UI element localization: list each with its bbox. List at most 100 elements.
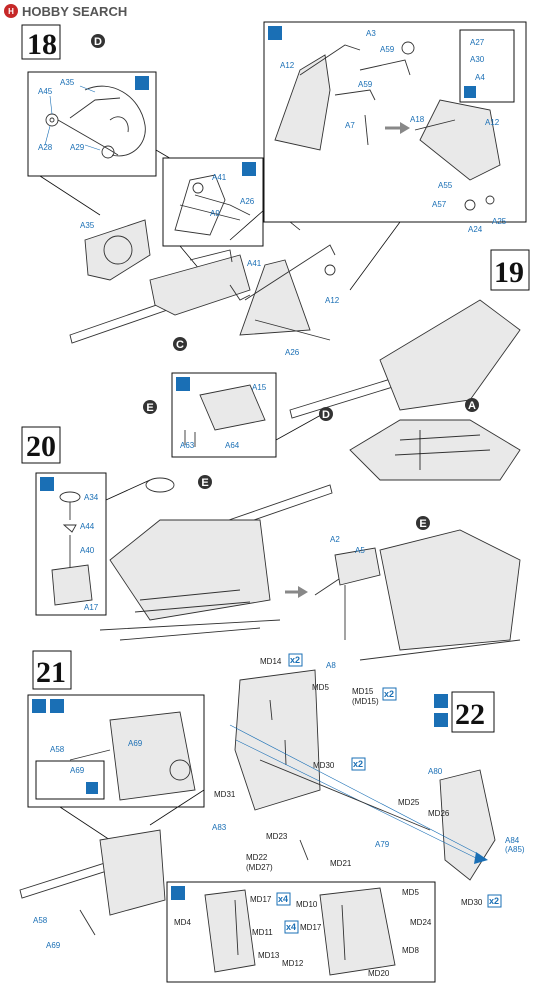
step-19-top-parts bbox=[274, 41, 501, 211]
step-22-rods bbox=[229, 724, 488, 864]
svg-text:MD24: MD24 bbox=[410, 918, 432, 927]
step-21-main-labels: A58 A69 bbox=[33, 916, 61, 950]
svg-text:A17: A17 bbox=[84, 603, 99, 612]
glue-icon bbox=[268, 26, 282, 40]
svg-text:A29: A29 bbox=[70, 143, 85, 152]
svg-text:A: A bbox=[468, 400, 476, 412]
svg-text:D: D bbox=[94, 36, 102, 48]
svg-text:MD22: MD22 bbox=[246, 853, 268, 862]
svg-text:A12: A12 bbox=[485, 118, 500, 127]
svg-text:MD15: MD15 bbox=[352, 687, 374, 696]
svg-text:MD25: MD25 bbox=[398, 798, 420, 807]
svg-text:A57: A57 bbox=[432, 200, 447, 209]
svg-text:A3: A3 bbox=[366, 29, 376, 38]
paint-icon bbox=[434, 713, 448, 727]
svg-text:A41: A41 bbox=[212, 173, 227, 182]
svg-text:H: H bbox=[8, 7, 14, 16]
svg-text:A69: A69 bbox=[128, 739, 143, 748]
svg-text:MD11: MD11 bbox=[252, 928, 273, 937]
callout-d-step19: D bbox=[319, 407, 333, 421]
bottom-inset-labels: MD17 MD4 MD11 MD13 MD12 MD10 MD17 MD5 MD… bbox=[174, 888, 432, 978]
step-20-inset-parts bbox=[51, 491, 93, 606]
step-21-box bbox=[32, 650, 72, 690]
brand-text: HOBBY SEARCH bbox=[22, 4, 127, 19]
step-18-main-labels: A35 A41 A12 A26 bbox=[80, 221, 340, 357]
svg-text:A8: A8 bbox=[326, 661, 336, 670]
inset-mid-parts bbox=[174, 174, 251, 236]
paint-icon bbox=[50, 699, 64, 713]
step-21-small-inset bbox=[35, 760, 105, 800]
svg-text:(MD15): (MD15) bbox=[352, 697, 379, 706]
step-21-number: 21 bbox=[36, 656, 66, 689]
quantity-badges: x2 x2 x2 x2 bbox=[288, 653, 502, 908]
svg-text:A69: A69 bbox=[46, 941, 61, 950]
svg-text:x2: x2 bbox=[384, 689, 394, 699]
svg-text:MD10: MD10 bbox=[296, 900, 318, 909]
svg-text:A15: A15 bbox=[252, 383, 267, 392]
svg-text:A7: A7 bbox=[345, 121, 355, 130]
step-21-inset-labels: A58 A69 A69 bbox=[50, 739, 143, 775]
step-20-arrow bbox=[285, 586, 308, 598]
svg-text:MD8: MD8 bbox=[402, 946, 419, 955]
step-19-box bbox=[490, 249, 530, 291]
svg-text:A35: A35 bbox=[80, 221, 95, 230]
step-22-number: 22 bbox=[455, 698, 485, 731]
callout-a: A bbox=[465, 398, 479, 412]
svg-text:MD23: MD23 bbox=[266, 832, 288, 841]
svg-text:MD5: MD5 bbox=[312, 683, 329, 692]
step-22-box bbox=[451, 691, 495, 733]
svg-text:A45: A45 bbox=[38, 87, 53, 96]
glue-icon bbox=[135, 76, 149, 90]
svg-text:A58: A58 bbox=[33, 916, 48, 925]
step-18-number: 18 bbox=[27, 28, 57, 61]
svg-text:MD30: MD30 bbox=[313, 761, 335, 770]
glue-icon bbox=[464, 86, 476, 98]
svg-text:MD12: MD12 bbox=[282, 959, 304, 968]
svg-text:A9: A9 bbox=[210, 209, 220, 218]
glue-icon bbox=[176, 377, 190, 391]
seat-parts bbox=[184, 384, 266, 447]
svg-text:MD13: MD13 bbox=[258, 951, 280, 960]
step-21-guides bbox=[59, 789, 205, 841]
svg-text:A79: A79 bbox=[375, 840, 390, 849]
svg-text:A35: A35 bbox=[60, 78, 75, 87]
glue-icon bbox=[40, 477, 54, 491]
callout-e-step19: E bbox=[143, 400, 157, 414]
svg-text:A28: A28 bbox=[38, 143, 53, 152]
svg-text:A59: A59 bbox=[380, 45, 395, 54]
svg-text:MD31: MD31 bbox=[214, 790, 236, 799]
svg-text:D: D bbox=[322, 409, 330, 421]
svg-text:A2: A2 bbox=[330, 535, 340, 544]
svg-text:A34: A34 bbox=[84, 493, 99, 502]
svg-text:A26: A26 bbox=[285, 348, 300, 357]
svg-text:MD21: MD21 bbox=[330, 859, 352, 868]
bottom-inset-qty: x4 x4 bbox=[276, 892, 299, 934]
svg-text:A69: A69 bbox=[70, 766, 85, 775]
svg-text:MD17: MD17 bbox=[250, 895, 272, 904]
svg-text:A80: A80 bbox=[428, 767, 443, 776]
callout-e-step20a: E bbox=[198, 475, 212, 489]
svg-text:A26: A26 bbox=[240, 197, 255, 206]
svg-text:A59: A59 bbox=[358, 80, 373, 89]
step-18-box bbox=[21, 24, 61, 60]
glue-icon bbox=[434, 694, 448, 708]
step-19-guides bbox=[229, 209, 401, 291]
svg-text:A63: A63 bbox=[180, 441, 195, 450]
svg-text:A4: A4 bbox=[475, 73, 485, 82]
svg-text:(A85): (A85) bbox=[505, 845, 525, 854]
glue-icon bbox=[86, 782, 98, 794]
step-22-labels: MD14 MD5 MD15 (MD15) MD30 MD31 A83 MD23 … bbox=[212, 657, 525, 907]
svg-text:MD26: MD26 bbox=[428, 809, 450, 818]
svg-text:(MD27): (MD27) bbox=[246, 863, 273, 872]
brand-logo: H HOBBY SEARCH bbox=[4, 4, 127, 19]
svg-text:A58: A58 bbox=[50, 745, 65, 754]
step-20-inset-labels: A34 A44 A40 A17 bbox=[80, 493, 99, 612]
step-22-shield-left bbox=[234, 669, 321, 811]
step-20-right-labels: A2 A5 A8 bbox=[326, 535, 365, 670]
svg-text:MD20: MD20 bbox=[368, 969, 390, 978]
step-18-main-gun bbox=[69, 219, 251, 344]
step-19-top-labels: A3 A59 A12 A59 A7 A27 A30 A4 A18 A12 A55… bbox=[280, 29, 507, 234]
callout-d-step18: D bbox=[91, 34, 105, 48]
glue-icon bbox=[242, 162, 256, 176]
